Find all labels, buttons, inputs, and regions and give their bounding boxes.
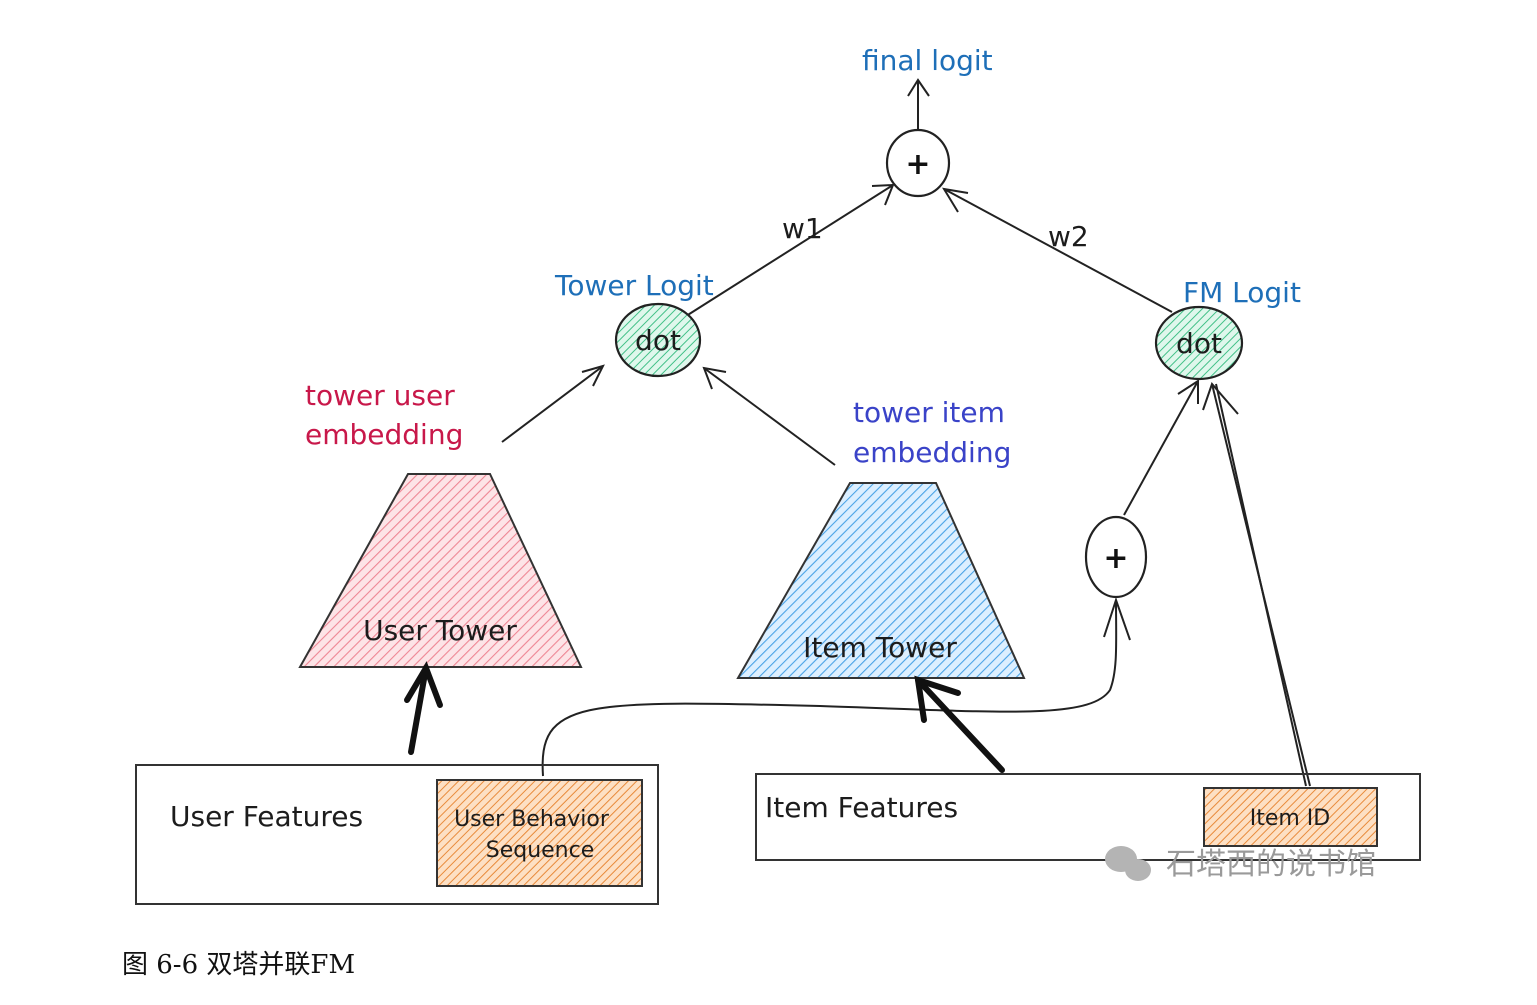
dot-node-fm: dot	[1154, 305, 1244, 381]
tower-user-embedding-label: tower user embedding	[305, 379, 464, 451]
dot-right-label: dot	[1176, 327, 1222, 360]
arrow-item-id-to-fm-dot	[1202, 382, 1311, 787]
tower-logit-label: Tower Logit	[554, 269, 714, 302]
user-features-box: User Features	[135, 764, 659, 905]
plus-node-side: +	[1084, 515, 1148, 599]
arrow-user-embedding-to-dot	[501, 364, 605, 443]
item-tower-label: Item Tower	[803, 631, 957, 664]
arrow-item-embedding-to-dot	[702, 366, 836, 466]
plus-side-label: +	[1103, 541, 1128, 576]
final-logit-label: final logit	[862, 44, 993, 77]
arrow-plus-to-final	[907, 78, 930, 133]
user-features-label: User Features	[170, 800, 363, 833]
arrow-fm-logit-to-plus	[942, 187, 1173, 313]
item-features-box: Item Features	[755, 773, 1421, 861]
user-tower-label: User Tower	[363, 614, 517, 647]
dot-node-tower: dot	[614, 302, 702, 378]
watermark: 石塔西的说书馆	[1105, 846, 1376, 882]
arrow-side-plus-to-fm-dot	[1123, 379, 1199, 516]
item-tower: Item Tower	[736, 482, 1026, 679]
arrow-user-features-to-tower	[404, 661, 443, 755]
w2-label: w2	[1048, 220, 1089, 253]
plus-top-label: +	[905, 147, 930, 182]
user-tower: User Tower	[298, 473, 583, 668]
item-features-label: Item Features	[765, 791, 958, 824]
fm-logit-label: FM Logit	[1183, 276, 1301, 309]
figure-caption: 图 6-6 双塔并联FM	[122, 950, 356, 980]
item-id-box: Item ID	[1203, 787, 1378, 847]
user-behavior-sequence-label: User Behavior Sequence	[454, 807, 616, 863]
item-id-label: Item ID	[1250, 806, 1331, 831]
arrow-tower-logit-to-plus	[682, 183, 895, 319]
dot-left-label: dot	[635, 324, 681, 357]
arrow-behavior-to-side-plus	[541, 596, 1131, 777]
watermark-text: 石塔西的说书馆	[1166, 847, 1376, 882]
plus-node-top: +	[885, 128, 951, 198]
w1-label: w1	[782, 212, 823, 245]
arrow-item-features-to-tower	[914, 675, 1005, 773]
diagram-svg: final logit + w1 w2 Tower Logit dot FM L…	[135, 44, 1421, 905]
tower-item-embedding-label: tower item embedding	[853, 396, 1014, 469]
wechat-icon	[1105, 846, 1151, 881]
user-behavior-sequence-box: User Behavior Sequence	[436, 779, 643, 887]
